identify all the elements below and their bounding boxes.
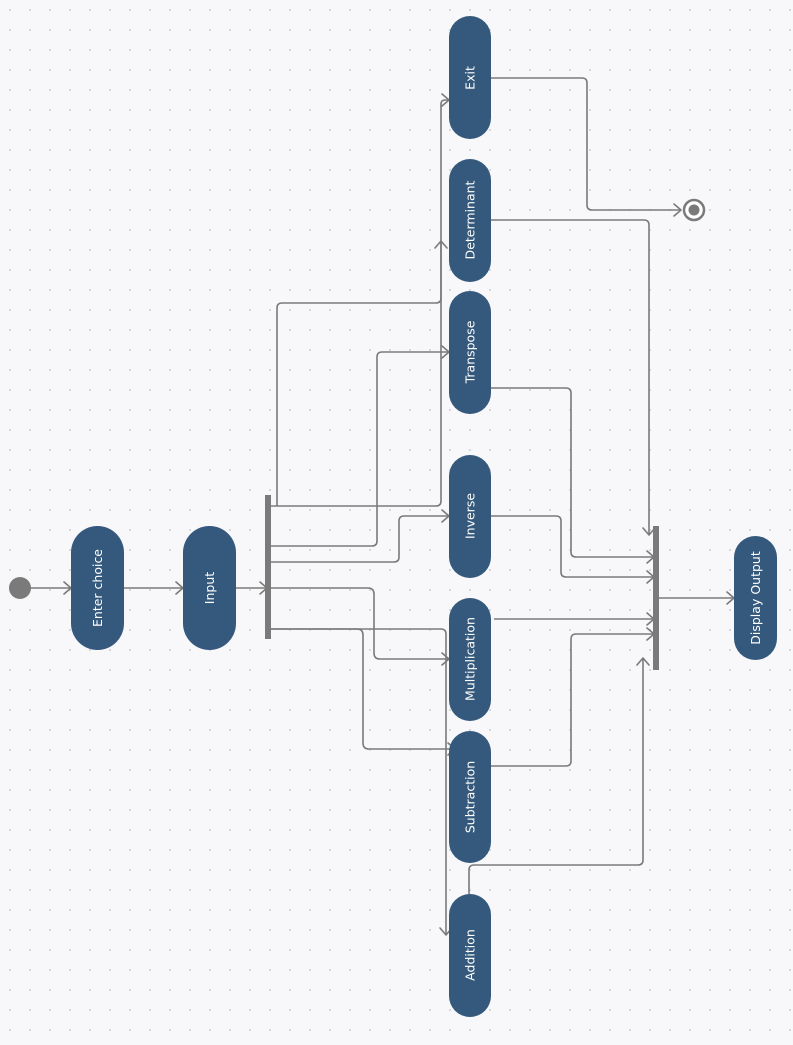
svg-text:Addition: Addition <box>463 929 478 981</box>
node-multiplication[interactable]: Multiplication <box>449 598 491 721</box>
initial-node <box>9 577 31 599</box>
svg-text:Inverse: Inverse <box>463 493 478 539</box>
svg-text:Transpose: Transpose <box>463 320 478 384</box>
fork-bar <box>265 495 271 639</box>
edge-fork-to-exit <box>270 99 448 507</box>
svg-text:Exit: Exit <box>463 66 478 90</box>
edge-exit-to-end <box>491 77 680 211</box>
edge-arrowhead <box>434 240 448 249</box>
edge-fork-to-addition <box>270 628 447 934</box>
svg-text:Input: Input <box>202 572 217 604</box>
svg-text:Determinant: Determinant <box>463 180 478 259</box>
svg-text:Display Output: Display Output <box>748 551 763 645</box>
edge-addition-to-join <box>468 659 644 894</box>
join-bar <box>653 526 659 670</box>
final-node <box>682 198 706 222</box>
node-input[interactable]: Input <box>183 526 236 650</box>
edge-arrowhead <box>673 203 682 217</box>
edge-fork-to-inverse <box>270 515 448 563</box>
node-inverse[interactable]: Inverse <box>449 455 491 578</box>
node-addition[interactable]: Addition <box>449 894 491 1017</box>
node-transpose[interactable]: Transpose <box>449 291 491 414</box>
node-enter-choice[interactable]: Enter choice <box>71 526 124 650</box>
node-display-output[interactable]: Display Output <box>734 536 777 660</box>
edge-transpose-to-join <box>491 387 653 558</box>
svg-text:Multiplication: Multiplication <box>463 617 478 701</box>
edge-fork-to-subtraction <box>270 628 454 750</box>
edge-subtraction-to-join <box>491 633 653 767</box>
svg-text:Enter choice: Enter choice <box>90 549 105 627</box>
edge-fork-to-determinant <box>276 242 442 506</box>
edge-fork-to-transpose <box>270 351 448 547</box>
svg-text:Subtraction: Subtraction <box>463 761 478 833</box>
edge-fork-to-multiplication <box>270 587 448 660</box>
edge-determinant-to-join <box>491 219 650 534</box>
node-exit[interactable]: Exit <box>449 16 491 139</box>
node-subtraction[interactable]: Subtraction <box>449 731 491 863</box>
node-determinant[interactable]: Determinant <box>449 159 491 282</box>
edge-arrowhead <box>636 657 650 666</box>
edge-inverse-to-join <box>491 515 653 578</box>
